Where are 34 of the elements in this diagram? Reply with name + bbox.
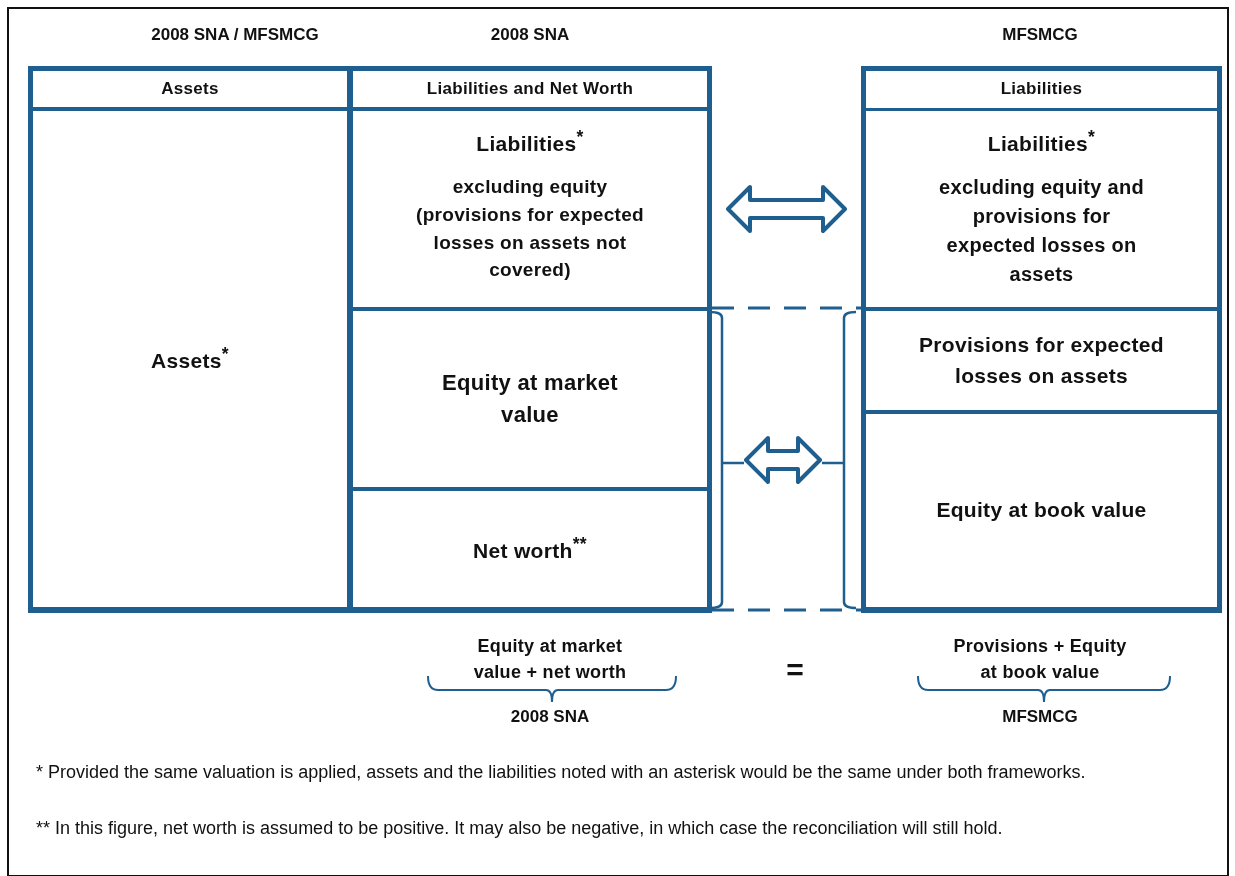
- cell-text: Provisions + Equity at book value: [952, 634, 1128, 684]
- footnote: ** In this figure, net worth is assumed to be positive. It may also be negative, in which case the reconciliation will still hold.: [36, 817, 1004, 840]
- column-heading: 2008 SNA / MFSMCG: [150, 24, 320, 46]
- table-cell: [863, 308, 1220, 413]
- column-heading: MFSMCG: [1001, 24, 1079, 46]
- double-arrow: [726, 185, 847, 233]
- cell-text: Equity at market value: [441, 369, 619, 429]
- cell-text: Assets$^{*}$: [151, 342, 229, 374]
- footnote: * Provided the same valuation is applied, assets and the liabilities noted with an asterisk would be the same under both frameworks.: [36, 761, 1087, 784]
- cell-text: Liabilities and Net Worth: [426, 77, 634, 100]
- cell-heading: Liabilities$^{*}$: [987, 126, 1096, 157]
- cell-text: excluding equity (provisions for expected losses on assets not covered): [415, 175, 645, 283]
- cell-text: Equity at book value: [936, 497, 1147, 524]
- table-cell: [350, 308, 710, 490]
- cell-text: Net worth$^{**}$: [473, 532, 587, 564]
- equals-sign: =: [785, 652, 805, 688]
- table-cell: [350, 108, 710, 310]
- cell-text: Provisions for expected losses on assets: [918, 332, 1165, 389]
- column-heading: 2008 SNA: [489, 24, 571, 46]
- cell-text: Liabilities: [1000, 77, 1083, 100]
- table-cell: [350, 488, 710, 610]
- cell-text: Assets: [161, 77, 219, 100]
- bracket: [822, 312, 858, 608]
- cell-text: excluding equity and provisions for expected losses on assets: [938, 175, 1145, 288]
- double-arrow: [744, 436, 822, 484]
- table-cell: [30, 68, 350, 110]
- table-cell: [863, 411, 1220, 610]
- cell-text: Equity at market value + net worth: [472, 634, 628, 684]
- table-cell: [350, 68, 710, 110]
- cell-heading: Liabilities$^{*}$: [476, 126, 584, 157]
- table-cell: [30, 108, 350, 610]
- brace-caption: MFSMCG: [1001, 706, 1079, 728]
- brace-caption: 2008 SNA: [509, 706, 591, 728]
- table-cell: [863, 108, 1220, 310]
